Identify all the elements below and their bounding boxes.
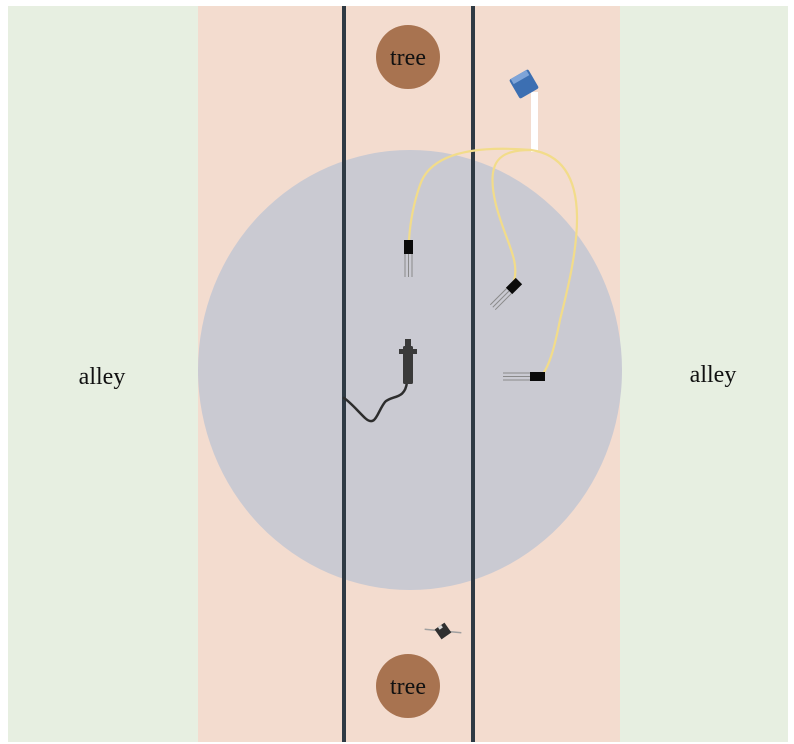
soil-probe-icon [342,339,417,423]
small-device-icon [424,622,462,640]
alley-right-label: alley [690,362,737,388]
temperature-sensor-icon [404,240,413,277]
cable-sensor-1 [407,147,533,242]
mast-pole [531,92,538,152]
boundary-line-right [471,6,475,742]
tree-top-label: tree [390,45,426,71]
tree-bottom-crown [376,654,440,718]
tree-bottom: tree [376,654,440,718]
temperature-sensor-icon [503,372,545,381]
tree-top: tree [376,25,440,89]
cable-sensor-2 [491,148,533,283]
sensor-cables [407,147,579,377]
alley-left-label: alley [79,364,126,390]
probe-cable [342,380,409,423]
alley-right-zone [620,6,788,742]
datalogger-icon [509,69,539,99]
boundary-line-left [342,6,346,742]
tree-bottom-label: tree [390,674,426,700]
tree-top-crown [376,25,440,89]
temperature-sensor-icon [489,277,523,311]
alley-left-zone [8,6,198,742]
cable-sensor-3 [529,148,579,377]
